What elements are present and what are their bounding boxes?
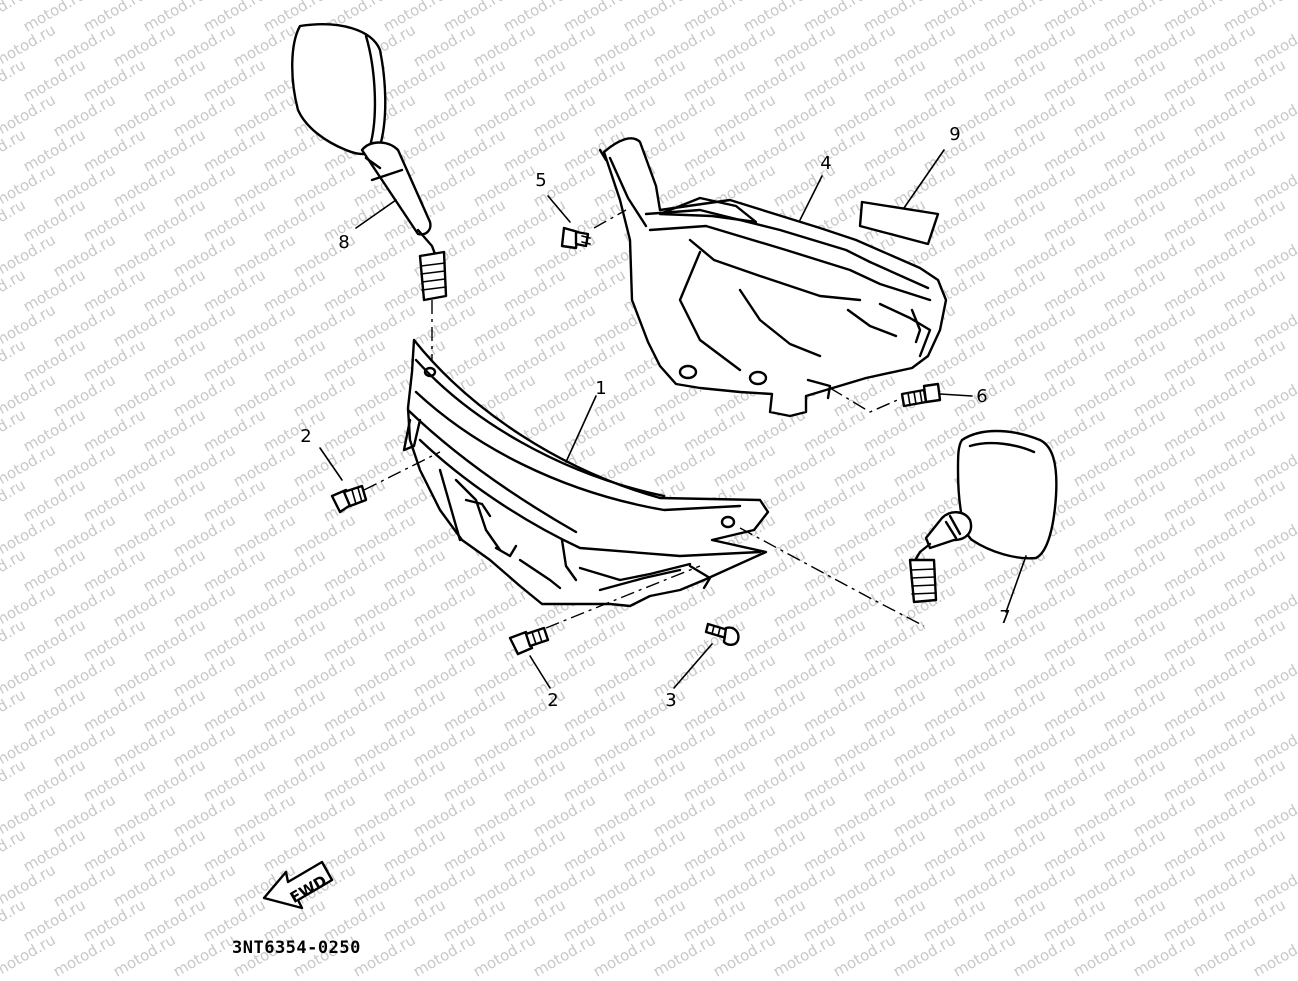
fwd-arrow: FWD: [262, 860, 334, 910]
callout-6: 6: [976, 386, 988, 407]
part-2-bolt-left: [330, 484, 368, 514]
callout-5: 5: [535, 170, 547, 191]
callout-7: 7: [999, 607, 1011, 628]
part-8-left-mirror: [291, 23, 448, 302]
callout-1: 1: [595, 378, 607, 399]
part-4-handlebar-cover: [598, 137, 948, 418]
part-9-label: [858, 200, 940, 246]
part-7-right-mirror: [908, 429, 1058, 604]
callout-2-left: 2: [300, 426, 312, 447]
leader-lines: [319, 149, 1027, 689]
part-2-bolt-lower: [508, 626, 550, 656]
callout-4: 4: [820, 153, 832, 174]
diagram-code: 3NT6354-0250: [232, 938, 361, 958]
part-1-front-cover: [402, 338, 770, 608]
part-3-screw: [704, 622, 740, 646]
callout-3: 3: [665, 690, 677, 711]
part-6-bolt: [900, 382, 942, 408]
callout-2-lower: 2: [547, 690, 559, 711]
callout-9: 9: [949, 124, 961, 145]
part-5-bolt: [560, 226, 591, 250]
assembly-lines: [363, 209, 925, 629]
callout-8: 8: [338, 232, 350, 253]
